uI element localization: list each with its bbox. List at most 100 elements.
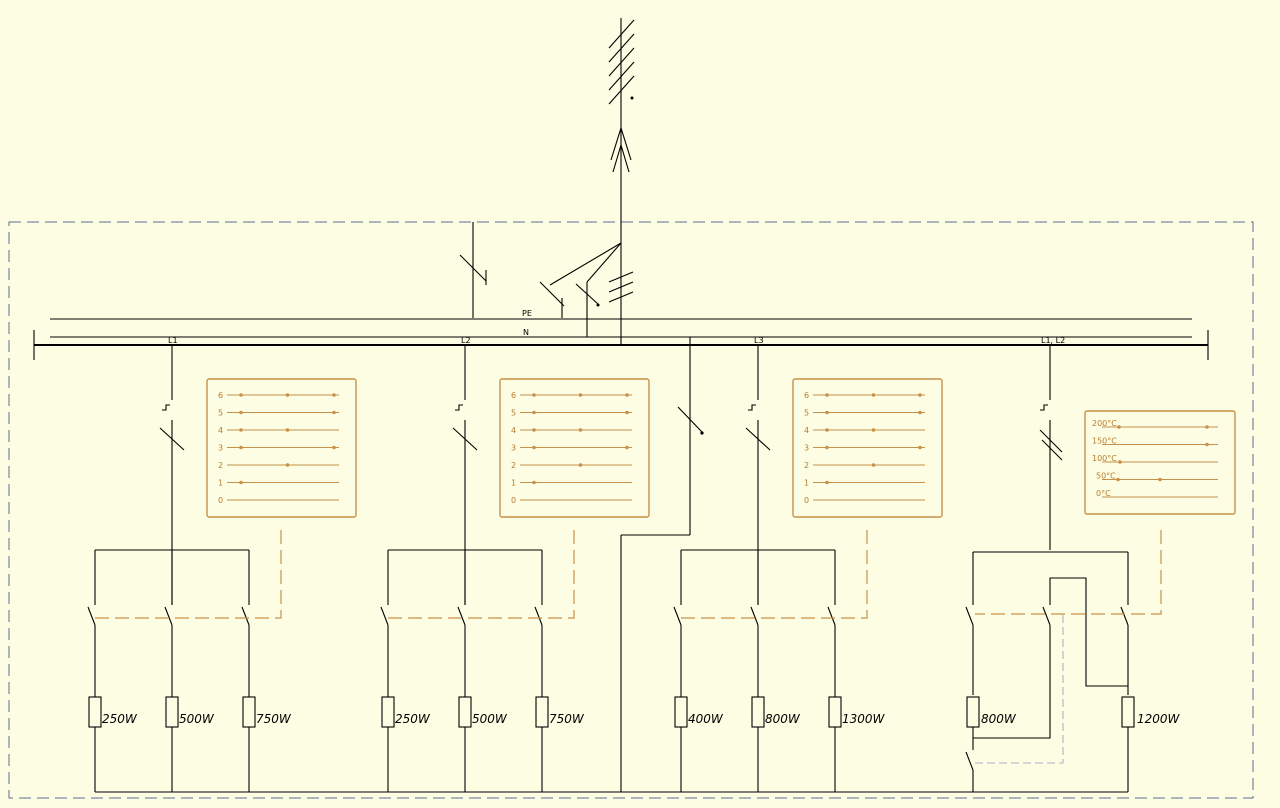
selector-label: 3 bbox=[218, 444, 223, 453]
oven-load-2: 1200W bbox=[1137, 712, 1181, 726]
selector-dot bbox=[825, 428, 829, 432]
n-label: N bbox=[523, 328, 529, 337]
switch-contact bbox=[457, 606, 466, 626]
resistor bbox=[165, 696, 179, 728]
load-label: 500W bbox=[472, 712, 508, 726]
thermostat-label: 150°C bbox=[1092, 437, 1117, 446]
selector-dot bbox=[532, 480, 536, 485]
enclosure-frame bbox=[8, 221, 1254, 799]
neutral-return bbox=[620, 337, 704, 792]
selector-dot bbox=[871, 463, 876, 467]
selector-dot bbox=[285, 463, 290, 467]
selector-label: 1 bbox=[218, 479, 223, 488]
load-label: 250W bbox=[395, 712, 431, 726]
mechanical-link bbox=[386, 530, 575, 619]
selector-dot bbox=[532, 428, 536, 432]
selector-label: 4 bbox=[804, 426, 809, 435]
selector-label: 2 bbox=[511, 461, 516, 470]
selector-label: 6 bbox=[218, 391, 223, 400]
selector-dot bbox=[532, 410, 536, 415]
selector-dot bbox=[332, 410, 336, 415]
selector-dot bbox=[332, 445, 336, 450]
thermostat-dot bbox=[1116, 477, 1120, 482]
breaker-contact bbox=[745, 427, 771, 451]
selector-dot bbox=[239, 480, 243, 485]
breaker-contact bbox=[159, 427, 185, 451]
thermostat-label: 0°C bbox=[1096, 489, 1111, 498]
selector-dot bbox=[578, 463, 583, 467]
l1l2-label: L1, L2 bbox=[1041, 336, 1065, 345]
selector-label: 4 bbox=[511, 426, 516, 435]
resistor bbox=[535, 696, 549, 728]
selector-panel bbox=[792, 378, 943, 518]
selector-dot bbox=[871, 428, 876, 432]
load-label: 750W bbox=[549, 712, 585, 726]
selector-label: 6 bbox=[511, 391, 516, 400]
mechanical-link bbox=[93, 530, 282, 619]
load-label: 1300W bbox=[842, 712, 886, 726]
switch-contact bbox=[534, 606, 543, 626]
selector-dot bbox=[918, 445, 922, 450]
breaker-thermal-icon bbox=[162, 404, 170, 411]
resistor bbox=[674, 696, 688, 728]
breaker-thermal-icon bbox=[455, 404, 463, 411]
selector-panel bbox=[206, 378, 357, 518]
selector-dot bbox=[285, 393, 290, 397]
selector-dot bbox=[825, 410, 829, 415]
selector-label: 6 bbox=[804, 391, 809, 400]
selector-dot bbox=[285, 428, 290, 432]
selector-label: 4 bbox=[218, 426, 223, 435]
selector-dot bbox=[625, 393, 629, 397]
selector-dot bbox=[532, 393, 536, 397]
thermostat-label: 200°C bbox=[1092, 419, 1117, 428]
selector-dot bbox=[239, 445, 243, 450]
thermostat-dot bbox=[1205, 425, 1209, 429]
l2-label: L2 bbox=[461, 336, 471, 345]
selector-dot bbox=[825, 445, 829, 450]
selector-label: 0 bbox=[511, 496, 516, 505]
selector-label: 2 bbox=[218, 461, 223, 470]
load-label: 250W bbox=[102, 712, 138, 726]
selector-label: 1 bbox=[804, 479, 809, 488]
thermostat-label: 50°C bbox=[1096, 472, 1116, 481]
thermostat-dot bbox=[1118, 460, 1122, 464]
selector-panel bbox=[499, 378, 650, 518]
selector-label: 5 bbox=[804, 409, 809, 418]
mechanical-link bbox=[679, 530, 868, 619]
pe-label: PE bbox=[522, 309, 532, 318]
oven-load-1: 800W bbox=[981, 712, 1017, 726]
selector-dot bbox=[578, 428, 583, 432]
oven-circuit: 800W 1200W bbox=[965, 345, 1181, 792]
selector-label: 0 bbox=[804, 496, 809, 505]
resistor bbox=[381, 696, 395, 728]
selector-dot bbox=[871, 393, 876, 397]
thermostat-panel: 200°C 150°C 100°C 50°C 0°C bbox=[1084, 410, 1236, 515]
resistor bbox=[88, 696, 102, 728]
selector-label: 0 bbox=[218, 496, 223, 505]
selector-dot bbox=[625, 445, 629, 450]
thermostat-label: 100°C bbox=[1092, 454, 1117, 463]
selector-label: 5 bbox=[218, 409, 223, 418]
load-label: 800W bbox=[765, 712, 801, 726]
supply-branches bbox=[459, 222, 634, 337]
load-label: 750W bbox=[256, 712, 292, 726]
thermostat-dot bbox=[1158, 477, 1162, 482]
resistor bbox=[242, 696, 256, 728]
thermostat-dot bbox=[1117, 425, 1121, 429]
l3-label: L3 bbox=[754, 336, 764, 345]
selector-dot bbox=[625, 410, 629, 415]
selector-dot bbox=[239, 393, 243, 397]
l1-label: L1 bbox=[168, 336, 178, 345]
switch-contact bbox=[673, 606, 682, 626]
load-label: 400W bbox=[688, 712, 724, 726]
thermostat-dot bbox=[1205, 442, 1209, 447]
switch-contact bbox=[380, 606, 389, 626]
supply-cable bbox=[608, 18, 635, 345]
switch-contact bbox=[87, 606, 96, 626]
switch-contact bbox=[750, 606, 759, 626]
